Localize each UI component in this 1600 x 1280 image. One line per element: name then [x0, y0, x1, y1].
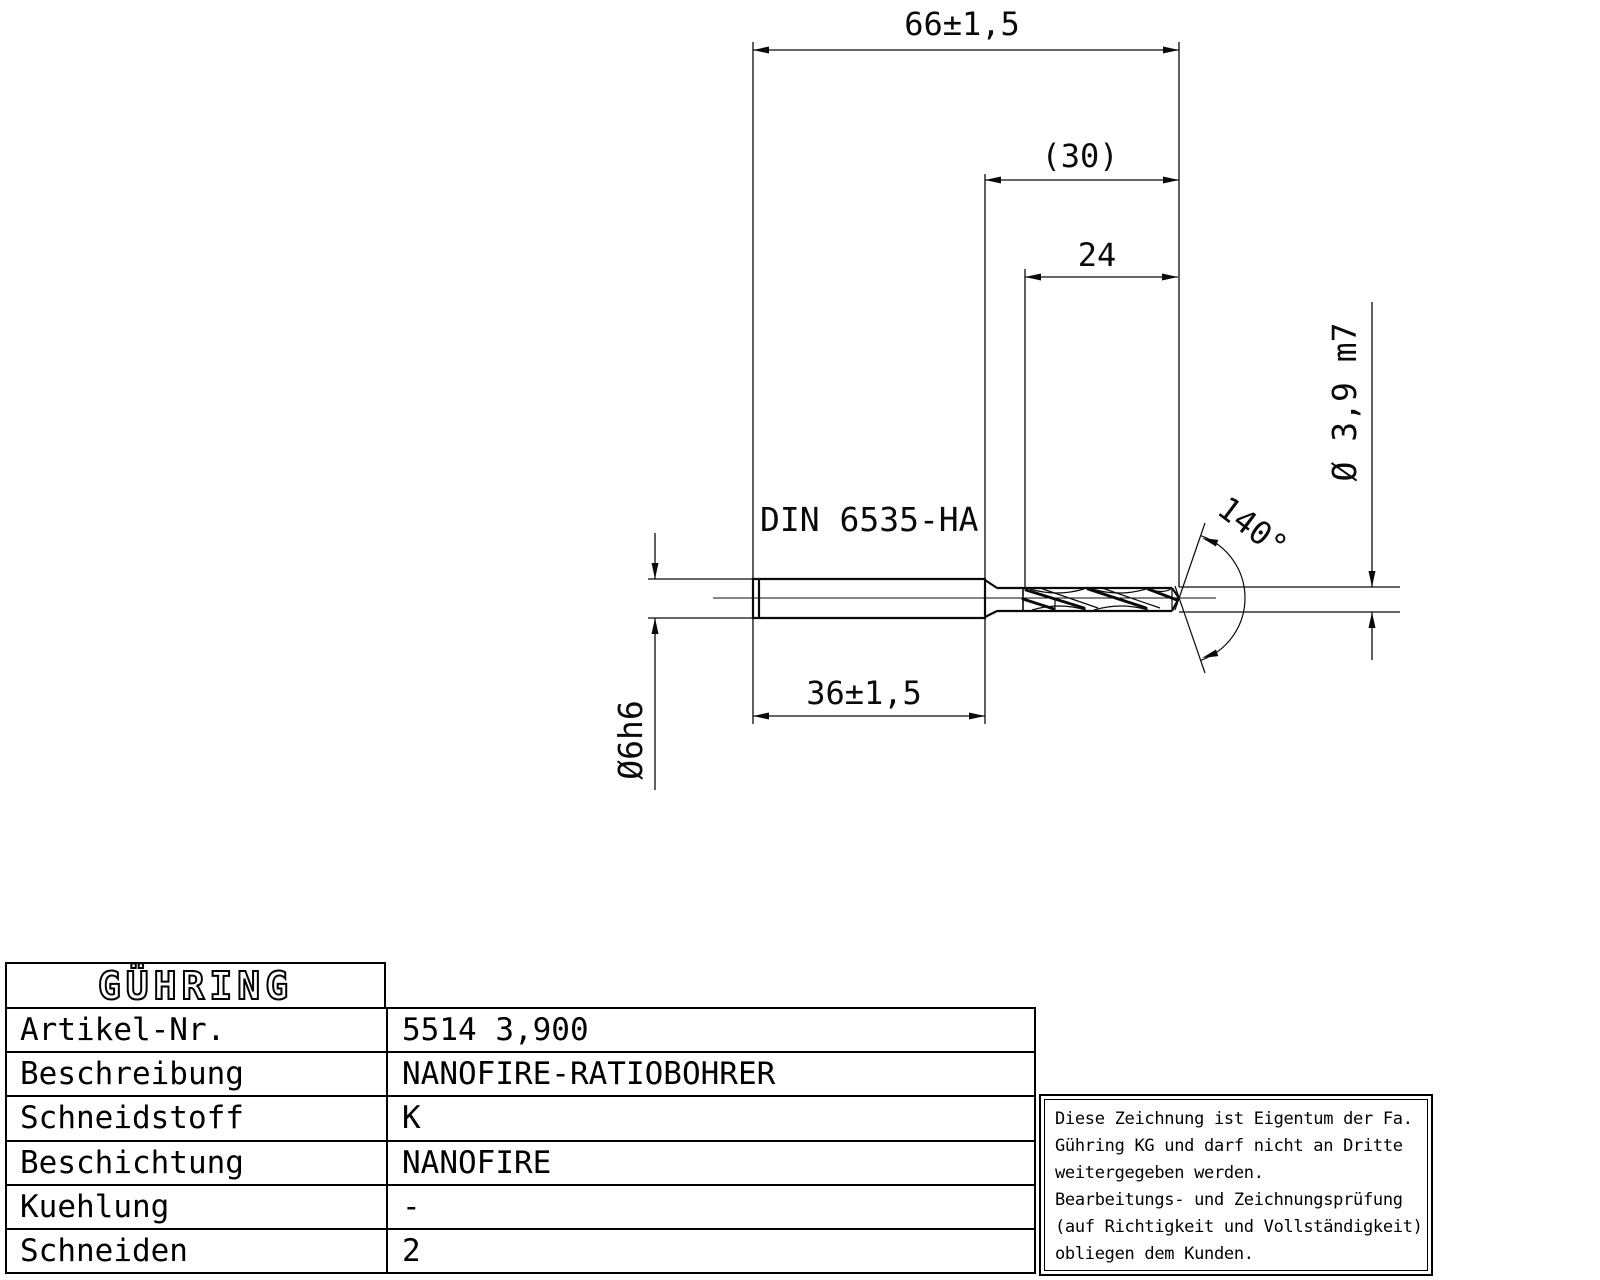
dim-step-length-label: (30) — [1041, 137, 1118, 175]
drill-flutes — [1021, 587, 1179, 611]
row-value: - — [402, 1188, 421, 1225]
notice-line: Bearbeitungs- und Zeichnungsprüfung — [1055, 1190, 1403, 1210]
dimension-lines — [753, 49, 1179, 717]
row-value: 5514 3,900 — [402, 1012, 589, 1049]
table-row: Schneidstoff K — [7, 1095, 1034, 1140]
table-row: Schneiden 2 — [7, 1227, 1034, 1273]
notice-line: (auf Richtigkeit und Vollständigkeit) — [1055, 1217, 1423, 1237]
manufacturer-logo-cell: GÜHRING — [5, 962, 386, 1007]
point-angle-label: 140° — [1210, 489, 1294, 566]
dim-overall-length-label: 66±1,5 — [904, 5, 1020, 43]
extension-lines — [648, 42, 1400, 790]
shank-norm-label: DIN 6535-HA — [760, 500, 979, 539]
ownership-notice-box: Diese Zeichnung ist Eigentum der Fa. Güh… — [1039, 1094, 1433, 1276]
row-value: 2 — [402, 1232, 421, 1269]
dim-flute-length-label: 24 — [1078, 236, 1117, 274]
manufacturer-logo: GÜHRING — [97, 963, 294, 1008]
row-label: Beschreibung — [7, 1053, 388, 1096]
table-row: Kuehlung - — [7, 1183, 1034, 1228]
row-label: Kuehlung — [7, 1185, 388, 1228]
notice-line: weitergegeben werden. — [1055, 1163, 1264, 1183]
row-label: Schneiden — [7, 1229, 388, 1273]
dim-shank-length-label: 36±1,5 — [806, 674, 922, 712]
row-label: Beschichtung — [7, 1141, 388, 1184]
table-row: Artikel-Nr. 5514 3,900 — [7, 1009, 1034, 1052]
spec-table: Artikel-Nr. 5514 3,900 Beschreibung NANO… — [5, 1007, 1036, 1274]
notice-line: Diese Zeichnung ist Eigentum der Fa. — [1055, 1109, 1413, 1129]
dimension-arrowheads — [651, 46, 1376, 720]
table-row: Beschreibung NANOFIRE-RATIOBOHRER — [7, 1051, 1034, 1096]
notice-line: Gühring KG und darf nicht an Dritte — [1055, 1136, 1403, 1156]
drill-outline — [751, 577, 1181, 620]
shank-diameter-label: Ø6h6 — [611, 700, 650, 779]
notice-line: obliegen dem Kunden. — [1055, 1244, 1254, 1264]
row-value: K — [402, 1100, 421, 1137]
point-angle-lines — [1174, 522, 1246, 674]
row-value: NANOFIRE-RATIOBOHRER — [402, 1056, 776, 1093]
table-row: Beschichtung NANOFIRE — [7, 1139, 1034, 1184]
drill-technical-drawing: 66±1,5 (30) 24 36±1,5 DIN 6535-HA 140° Ø… — [611, 5, 1400, 790]
row-label: Schneidstoff — [7, 1097, 388, 1140]
drill-diameter-label: Ø 3,9 m7 — [1325, 323, 1364, 482]
row-label: Artikel-Nr. — [7, 1009, 388, 1052]
row-value: NANOFIRE — [402, 1144, 552, 1181]
ownership-notice-inner: Diese Zeichnung ist Eigentum der Fa. Güh… — [1044, 1099, 1428, 1271]
